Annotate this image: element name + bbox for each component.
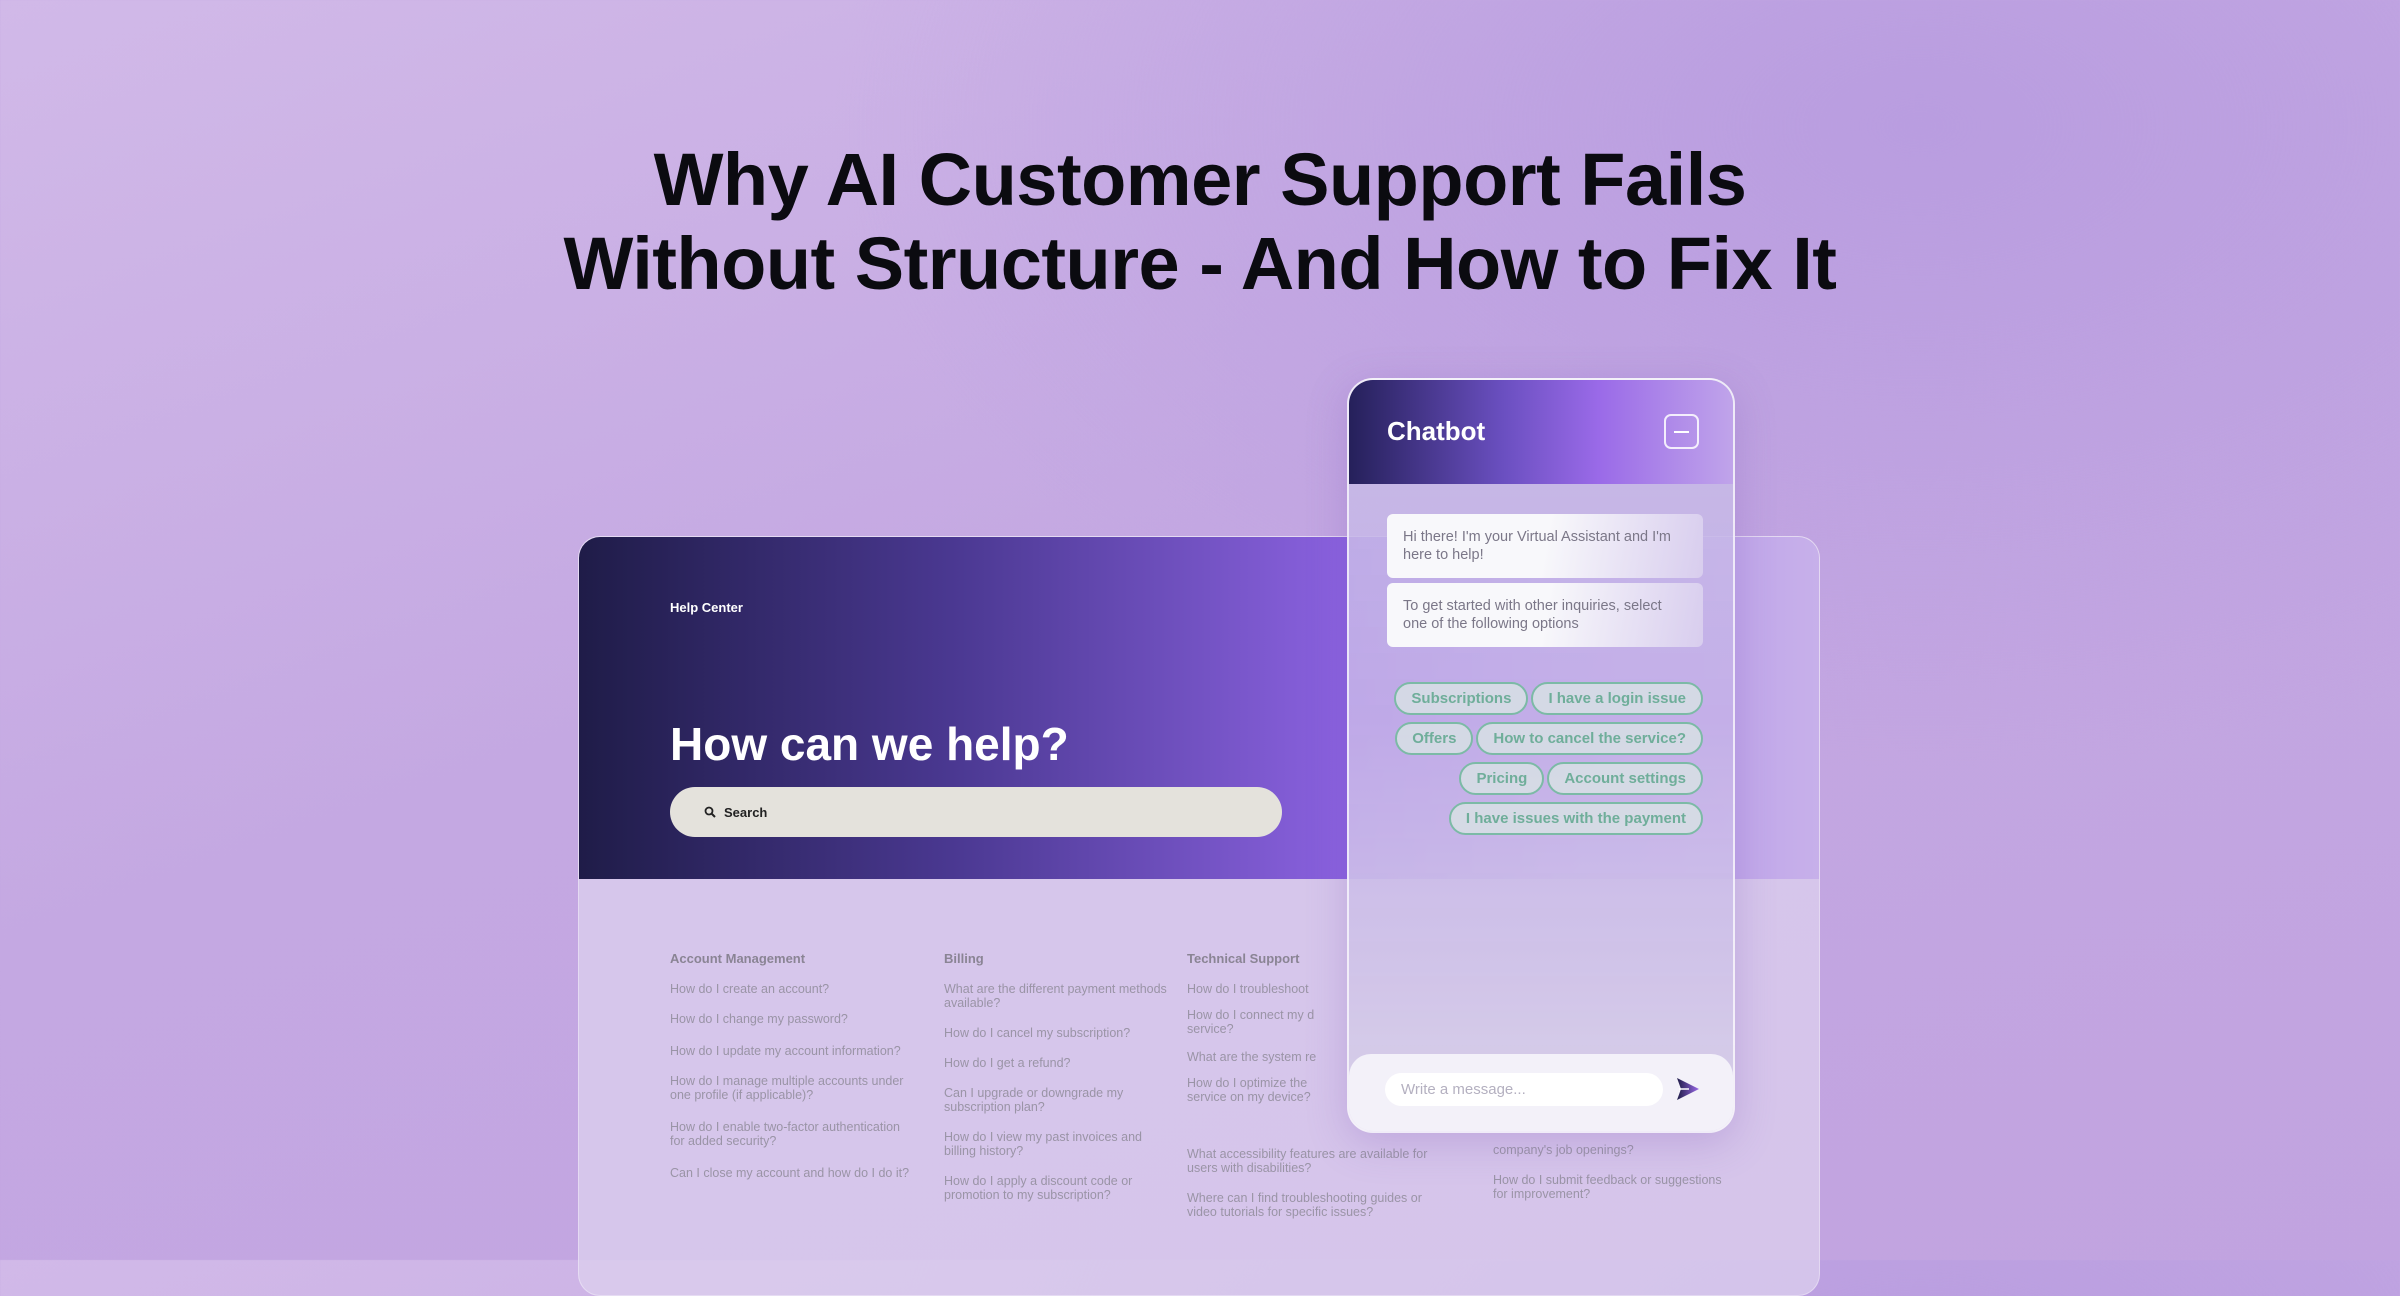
faq-column-title: Billing xyxy=(944,951,984,966)
option-chip[interactable]: I have a login issue xyxy=(1531,682,1703,715)
search-placeholder: Search xyxy=(724,804,768,820)
faq-link[interactable]: What are the system re xyxy=(1187,1050,1317,1064)
search-icon xyxy=(704,806,716,818)
faq-link[interactable]: Can I upgrade or downgrade my subscripti… xyxy=(944,1086,1124,1114)
faq-link[interactable]: Can I close my account and how do I do i… xyxy=(670,1166,910,1180)
title-line-1: Why AI Customer Support Fails xyxy=(653,138,1747,221)
bot-message: Hi there! I'm your Virtual Assistant and… xyxy=(1387,514,1703,578)
search-input[interactable]: Search xyxy=(670,787,1282,837)
faq-link[interactable]: How do I create an account? xyxy=(670,982,830,996)
faq-link[interactable]: What are the different payment methods a… xyxy=(944,982,1167,1010)
faq-link[interactable]: How do I enable two-factor authenticatio… xyxy=(670,1120,900,1148)
option-chip[interactable]: How to cancel the service? xyxy=(1476,722,1703,755)
message-input[interactable]: Write a message... xyxy=(1385,1073,1663,1106)
option-chip[interactable]: Offers xyxy=(1395,722,1474,755)
faq-link[interactable]: How do I manage multiple accounts under … xyxy=(670,1074,904,1102)
option-chip[interactable]: Account settings xyxy=(1547,762,1703,795)
faq-link[interactable]: How do I cancel my subscription? xyxy=(944,1026,1131,1040)
option-chip[interactable]: I have issues with the payment xyxy=(1448,802,1703,835)
page-title: Why AI Customer Support Fails Without St… xyxy=(0,138,2400,306)
chatbot-header: Chatbot xyxy=(1349,380,1733,484)
faq-column-account: Account Management How do I create an ac… xyxy=(670,951,915,1196)
faq-link[interactable]: How do I connect my d service? xyxy=(1187,1008,1315,1036)
faq-column-title: Account Management xyxy=(670,951,806,966)
faq-link[interactable]: How do I get a refund? xyxy=(944,1056,1071,1070)
bot-message: To get started with other inquiries, sel… xyxy=(1387,583,1703,647)
send-icon[interactable] xyxy=(1675,1076,1701,1102)
faq-link[interactable]: How do I update my account information? xyxy=(670,1044,901,1058)
chatbot-title: Chatbot xyxy=(1387,416,1486,446)
faq-link[interactable]: company's job openings? xyxy=(1493,1143,1634,1157)
faq-column-other: company's job openings? How do I submit … xyxy=(1493,1143,1738,1217)
faq-column-billing: Billing What are the different payment m… xyxy=(944,951,1172,1218)
faq-column-technical: Technical Support How do I troubleshoot … xyxy=(1187,951,1432,1241)
help-heading: How can we help? xyxy=(670,718,1069,770)
faq-link[interactable]: How do I view my past invoices and billi… xyxy=(944,1130,1143,1158)
minimize-icon[interactable] xyxy=(1664,414,1699,449)
faq-link[interactable]: How do I apply a discount code or promot… xyxy=(944,1174,1133,1202)
option-chip[interactable]: Pricing xyxy=(1459,762,1545,795)
faq-link[interactable]: How do I change my password? xyxy=(670,1012,848,1026)
faq-link[interactable]: Where can I find troubleshooting guides … xyxy=(1187,1191,1422,1219)
title-line-2: Without Structure - And How to Fix It xyxy=(563,222,1837,305)
option-chip[interactable]: Subscriptions xyxy=(1394,682,1529,715)
faq-column-title: Technical Support xyxy=(1187,951,1300,966)
chatbot-widget: Chatbot Hi there! I'm your Virtual Assis… xyxy=(1347,378,1735,1133)
help-center-label: Help Center xyxy=(670,600,743,615)
faq-link[interactable]: How do I troubleshoot xyxy=(1187,982,1309,996)
faq-link[interactable]: How do I submit feedback or suggestions … xyxy=(1493,1173,1722,1201)
chat-input-bar: Write a message... xyxy=(1349,1054,1733,1131)
faq-link[interactable]: What accessibility features are availabl… xyxy=(1187,1147,1428,1175)
faq-link[interactable]: How do I optimize the service on my devi… xyxy=(1187,1076,1311,1104)
